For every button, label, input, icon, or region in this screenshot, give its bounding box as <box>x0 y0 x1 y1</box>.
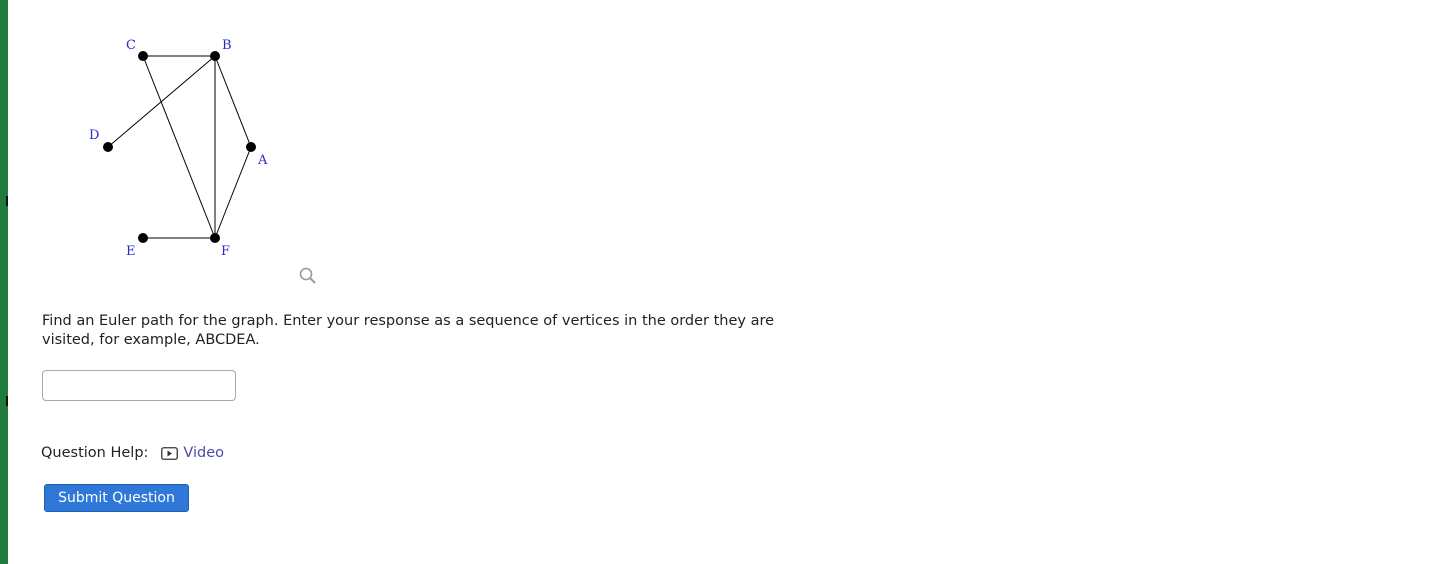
left-sidebar-strip <box>0 0 8 564</box>
play-video-icon <box>161 446 179 460</box>
vertex-label-f: F <box>221 244 230 259</box>
video-help-link[interactable]: Video <box>161 445 224 461</box>
vertex-c <box>138 51 148 61</box>
edge-b-a <box>214 55 252 148</box>
vertex-label-c: C <box>126 38 136 53</box>
euler-graph: C B D A E F <box>89 38 268 259</box>
video-help-label: Video <box>183 445 225 461</box>
vertex-label-a: A <box>257 153 268 168</box>
graph-labels: C B D A E F <box>89 38 268 259</box>
vertex-e <box>138 233 148 243</box>
vertex-label-b: B <box>222 38 232 53</box>
question-help-label: Question Help: <box>41 445 149 461</box>
magnifier-icon[interactable] <box>297 266 319 288</box>
vertex-d <box>103 142 113 152</box>
answer-input[interactable] <box>42 370 236 401</box>
graph-edges <box>107 55 252 239</box>
submit-question-button[interactable]: Submit Question <box>44 484 189 512</box>
question-help: Question Help: Video <box>41 445 224 461</box>
graph-vertices <box>103 51 256 243</box>
vertex-b <box>210 51 220 61</box>
vertex-a <box>246 142 256 152</box>
vertex-label-d: D <box>89 128 99 143</box>
sidebar-handle[interactable] <box>6 396 8 406</box>
edge-b-d <box>107 55 216 148</box>
vertex-label-e: E <box>126 244 136 259</box>
sidebar-handle[interactable] <box>6 196 8 206</box>
question-text: Find an Euler path for the graph. Enter … <box>42 313 775 348</box>
edge-c-f <box>142 55 216 239</box>
edge-a-f <box>214 146 252 239</box>
vertex-f <box>210 233 220 243</box>
